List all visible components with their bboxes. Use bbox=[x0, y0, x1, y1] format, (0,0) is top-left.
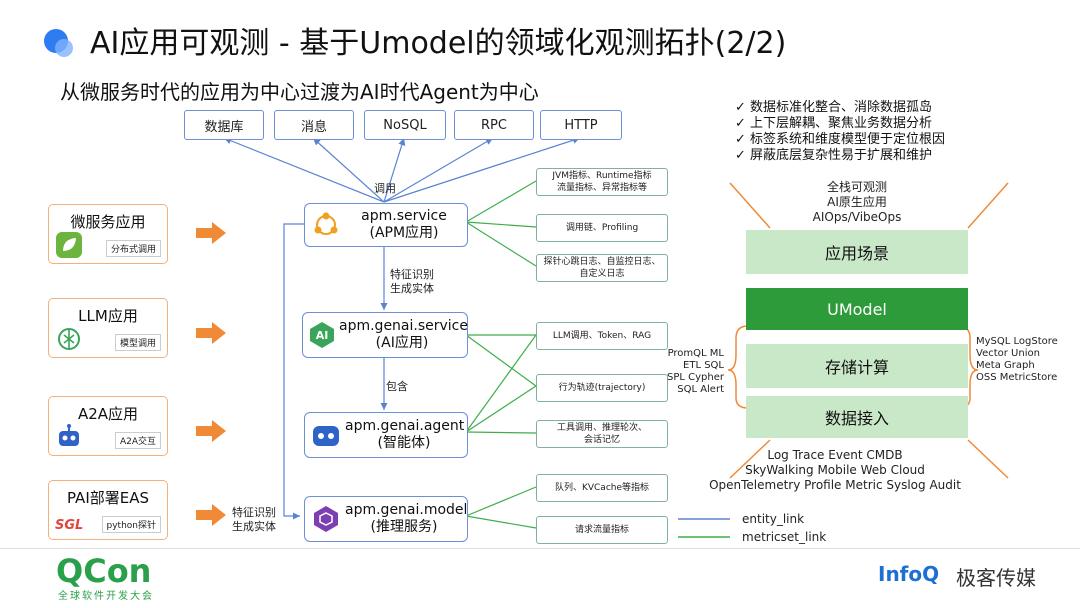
metric-box: 探针心跳日志、自监控日志、 自定义日志 bbox=[536, 254, 668, 282]
stack-right-item: Vector Union bbox=[976, 348, 1040, 359]
app-card-a2a: A2A应用 A2A交互 bbox=[48, 396, 168, 456]
arrow-right-icon bbox=[196, 222, 226, 244]
page-subtitle: 从微服务时代的应用为中心过渡为AI时代Agent为中心 bbox=[60, 80, 539, 104]
ai-badge-icon: AI bbox=[310, 322, 334, 348]
stack-layer-scenario: 应用场景 bbox=[746, 230, 968, 274]
datastore-database: 数据库 bbox=[184, 110, 264, 140]
arrow-right-icon bbox=[196, 322, 226, 344]
service-desc: (推理服务) bbox=[370, 519, 438, 535]
metric-box: JVM指标、Runtime指标 流量指标、异常指标等 bbox=[536, 168, 668, 196]
stack-top-line: 全栈可观测 bbox=[826, 180, 887, 194]
edge-label-contains: 包含 bbox=[386, 380, 408, 393]
stack-layer-ingest: 数据接入 bbox=[746, 396, 968, 438]
checklist-item: ✓ 上下层解耦、聚焦业务数据分析 bbox=[735, 116, 933, 131]
app-title: 微服务应用 bbox=[70, 213, 146, 231]
edge-call-rpc bbox=[383, 137, 494, 203]
stack-left-item: SPL Cypher bbox=[667, 372, 724, 383]
checklist-item: ✓ 屏蔽底层复杂性易于扩展和维护 bbox=[735, 148, 933, 163]
spring-leaf-icon bbox=[56, 232, 82, 258]
openai-knot-icon bbox=[58, 328, 80, 350]
service-name: apm.genai.model bbox=[345, 502, 468, 518]
legend-entity-label: entity_link bbox=[742, 512, 805, 526]
app-card-microservice: 微服务应用 分布式调用 bbox=[48, 204, 168, 264]
service-name: apm.genai.service bbox=[339, 318, 468, 334]
qcon-subtitle: 全球软件开发大会 bbox=[58, 591, 154, 602]
checklist-item: ✓ 标签系统和维度模型便于定位根因 bbox=[735, 132, 946, 147]
agent-robot-icon bbox=[313, 426, 339, 446]
legend-metricset-label: metricset_link bbox=[742, 530, 827, 544]
stack-layer-storage: 存储计算 bbox=[746, 344, 968, 388]
app-sub-label: 模型调用 bbox=[114, 334, 161, 351]
model-cube-icon bbox=[314, 506, 338, 532]
arrow-right-icon bbox=[196, 420, 226, 442]
checklist-item: ✓ 数据标准化整合、消除数据孤岛 bbox=[735, 100, 933, 115]
app-card-llm: LLM应用 模型调用 bbox=[48, 298, 168, 358]
stack-left-item: ETL SQL bbox=[683, 360, 724, 371]
stack-bottom-line: SkyWalking Mobile Web Cloud bbox=[745, 463, 925, 477]
page-title: AI应用可观测 - 基于Umodel的领域化观测拓扑(2/2) bbox=[90, 26, 787, 61]
apm-graph-icon bbox=[314, 212, 338, 235]
benefit-checklist: ✓ 数据标准化整合、消除数据孤岛 ✓ 上下层解耦、聚焦业务数据分析 ✓ 标签系统… bbox=[735, 100, 945, 164]
app-title: A2A应用 bbox=[77, 405, 139, 423]
stack-layer-umodel: UModel bbox=[746, 288, 968, 330]
stack-left-list: PromQL ML ETL SQL SPL Cypher SQL Alert bbox=[660, 348, 724, 396]
sgl-logo-icon: SGL bbox=[55, 518, 84, 533]
datastore-rpc: RPC bbox=[454, 110, 534, 140]
datastore-nosql: NoSQL bbox=[364, 110, 446, 140]
stack-left-item: SQL Alert bbox=[677, 384, 724, 395]
slide-logo-icon bbox=[44, 29, 73, 57]
edge-label-feature: 特征识别 生成实体 bbox=[390, 268, 434, 295]
service-agent: apm.genai.agent (智能体) bbox=[304, 412, 468, 458]
metric-box: 调用链、Profiling bbox=[536, 214, 668, 242]
service-name: apm.service bbox=[361, 208, 447, 224]
stack-bottom-line: OpenTelemetry Profile Metric Syslog Audi… bbox=[709, 478, 961, 492]
edge-label-call: 调用 bbox=[374, 182, 396, 195]
app-sub-label: A2A交互 bbox=[114, 432, 161, 449]
edge-call-db bbox=[223, 137, 385, 203]
app-sub-label: 分布式调用 bbox=[105, 240, 161, 257]
stack-top-line: AIOps/VibeOps bbox=[812, 210, 902, 224]
app-title: PAI部署EAS bbox=[66, 489, 150, 507]
stack-bottom-line: Log Trace Event CMDB bbox=[767, 448, 903, 462]
svg-text:AI: AI bbox=[316, 329, 329, 342]
footer-divider bbox=[0, 548, 1080, 549]
qcon-logo: QCon bbox=[56, 552, 152, 590]
app-title: LLM应用 bbox=[78, 307, 138, 325]
app-card-pai-eas: PAI部署EAS SGL python探针 bbox=[48, 480, 168, 540]
edge-call-http bbox=[383, 136, 581, 203]
service-desc: (AI应用) bbox=[375, 335, 429, 351]
datastore-message: 消息 bbox=[274, 110, 354, 140]
edge-call-nosql bbox=[383, 137, 406, 203]
stack-right-item: OSS MetricStore bbox=[976, 372, 1058, 383]
stack-bottom-text: Log Trace Event CMDB SkyWalking Mobile W… bbox=[690, 448, 980, 493]
service-desc: (智能体) bbox=[377, 435, 431, 451]
metric-box: 队列、KVCache等指标 bbox=[536, 474, 668, 502]
arrow-right-icon bbox=[196, 504, 226, 526]
robot-icon bbox=[59, 424, 79, 446]
metric-box: 工具调用、推理轮次、 会话记忆 bbox=[536, 420, 668, 448]
stack-top-line: AI原生应用 bbox=[827, 195, 887, 209]
app-sub-label: python探针 bbox=[101, 516, 161, 533]
edge-app-bus bbox=[283, 223, 304, 520]
service-genai: AI apm.genai.service (AI应用) bbox=[302, 312, 468, 358]
stack-right-list: MySQL LogStore Vector Union Meta Graph O… bbox=[976, 336, 1072, 384]
stack-right-item: Meta Graph bbox=[976, 360, 1035, 371]
edge-label-feature-2: 特征识别 生成实体 bbox=[232, 506, 276, 533]
metric-box: LLM调用、Token、RAG bbox=[536, 322, 668, 350]
stack-left-item: PromQL ML bbox=[667, 348, 724, 359]
infoq-logo: InfoQ bbox=[878, 562, 940, 586]
stack-right-item: MySQL LogStore bbox=[976, 336, 1058, 347]
metric-box: 请求流量指标 bbox=[536, 516, 668, 544]
service-name: apm.genai.agent bbox=[345, 418, 465, 434]
service-apm: apm.service (APM应用) bbox=[304, 203, 468, 247]
metric-box: 行为轨迹(trajectory) bbox=[536, 374, 668, 402]
service-desc: (APM应用) bbox=[369, 225, 439, 241]
edge-call-msg bbox=[312, 137, 385, 203]
datastore-http: HTTP bbox=[540, 110, 622, 140]
service-model: apm.genai.model (推理服务) bbox=[304, 496, 468, 542]
infoq-brand-cn: 极客传媒 bbox=[956, 566, 1036, 590]
stack-top-text: 全栈可观测 AI原生应用 AIOps/VibeOps bbox=[760, 180, 954, 225]
